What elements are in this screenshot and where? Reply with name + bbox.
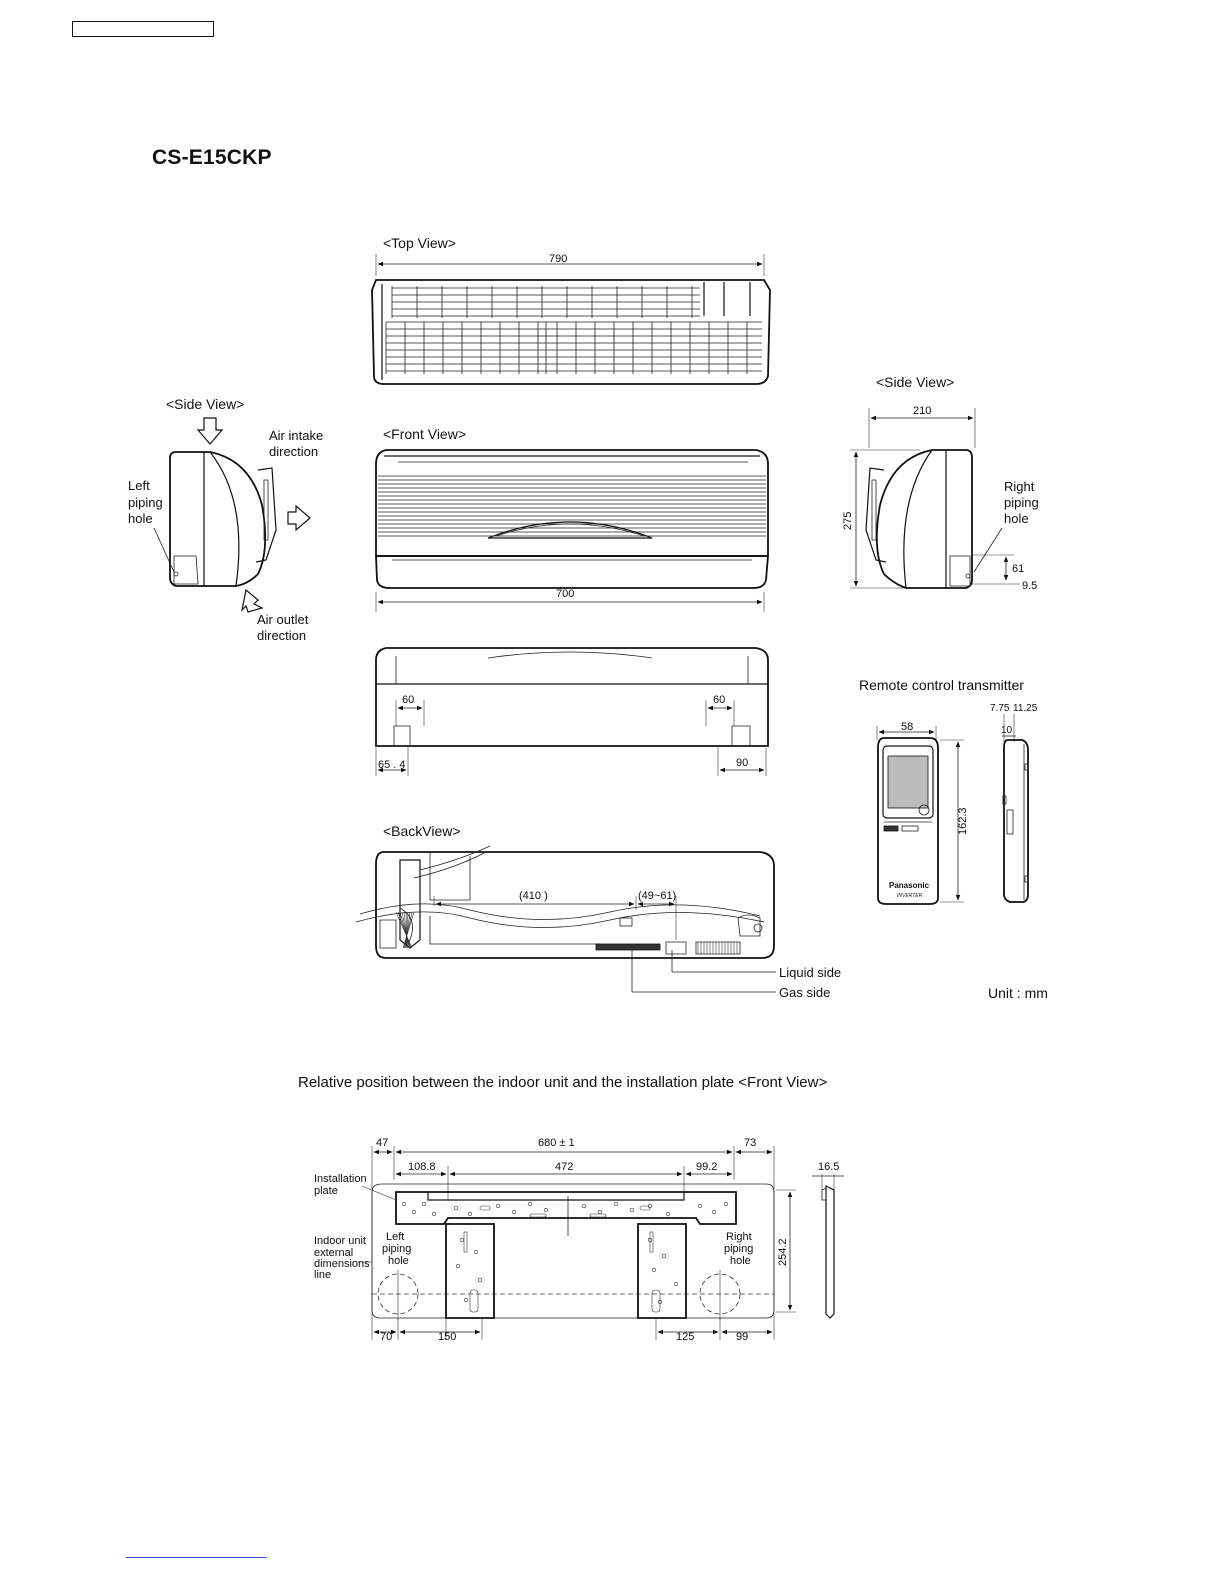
left-side-view-label: <Side View> (166, 396, 244, 412)
right-piping-1: Right (1004, 479, 1035, 494)
air-outlet-arrow (241, 588, 264, 613)
plate-left-2: piping (382, 1243, 411, 1255)
plate-dim-99-2: 99.2 (696, 1161, 717, 1173)
indoor-label-4: line (314, 1269, 331, 1281)
remote-brand: Panasonic (889, 881, 930, 890)
dim-410: (410 ) (519, 890, 548, 902)
left-piping-2: piping (128, 495, 163, 510)
top-view: <Top View> 790 (371, 235, 771, 385)
plate-dim-150: 150 (438, 1331, 456, 1343)
dim-90: 90 (736, 757, 748, 769)
right-side-view-label: <Side View> (876, 374, 954, 390)
dim-60-left: 60 (402, 694, 414, 706)
back-view-label: <BackView> (383, 823, 461, 839)
dim-49-61: (49~61) (638, 890, 676, 902)
dim-9-5: 9.5 (1022, 580, 1037, 592)
air-intake-label-1: Air intake (269, 428, 323, 443)
plate-dim-108-8: 108.8 (408, 1161, 436, 1173)
plate-dim-73: 73 (744, 1137, 756, 1149)
air-outlet-label-2: direction (257, 628, 306, 643)
indoor-unit-outline (371, 1183, 775, 1319)
air-intake-arrow-down (196, 417, 224, 445)
plate-dim-16-5: 16.5 (818, 1161, 839, 1173)
plate-dim-99: 99 (736, 1331, 748, 1343)
plate-left-3: hole (388, 1255, 409, 1267)
plate-dim-254-2: 254.2 (777, 1238, 789, 1266)
front-view: <Front View> 700 (375, 426, 769, 612)
plate-dim-70: 70 (380, 1331, 392, 1343)
plate-title: Relative position between the indoor uni… (298, 1074, 827, 1091)
right-piping-3: hole (1004, 511, 1029, 526)
plate-right-2: piping (724, 1243, 753, 1255)
front-view-label: <Front View> (383, 426, 466, 442)
page-number-box (72, 21, 214, 37)
indoor-label-3: dimensions (314, 1258, 370, 1270)
left-side-view: <Side View> Air intake direction Left pi… (128, 396, 323, 643)
installation-label-1: Installation (314, 1173, 367, 1185)
air-outlet-label-1: Air outlet (257, 612, 309, 627)
indoor-label-2: external (314, 1247, 353, 1259)
left-piping-1: Left (128, 478, 150, 493)
left-piping-3: hole (128, 511, 153, 526)
dim-58: 58 (901, 721, 913, 733)
bottom-view: 60 60 65 . 4 90 (375, 647, 769, 776)
dim-275: 275 (842, 512, 854, 530)
dim-210: 210 (913, 405, 931, 417)
plate-dim-125: 125 (676, 1331, 694, 1343)
indoor-label-1: Indoor unit (314, 1235, 366, 1247)
plate-dim-680: 680 ± 1 (538, 1137, 575, 1149)
plate-right-1: Right (726, 1231, 752, 1243)
installation-plate-section: Relative position between the indoor uni… (298, 1074, 844, 1343)
plate-left-1: Left (386, 1231, 404, 1243)
dim-60-right: 60 (713, 694, 725, 706)
plate-right-3: hole (730, 1255, 751, 1267)
footer-rule (126, 1557, 267, 1558)
dim-7-75: 7.75 (990, 703, 1010, 714)
back-view: <BackView> (410 ) (49~61) Liquid side Ga… (355, 823, 841, 1000)
unit-label: Unit : mm (988, 985, 1048, 1001)
dim-61: 61 (1012, 563, 1024, 575)
dim-11-25: 11.25 (1013, 703, 1038, 714)
dim-790: 790 (549, 253, 567, 265)
top-view-label: <Top View> (383, 235, 456, 251)
dim-700: 700 (556, 588, 574, 600)
right-piping-2: piping (1004, 495, 1039, 510)
air-intake-arrow-side (287, 504, 311, 532)
remote-title: Remote control transmitter (859, 677, 1024, 693)
liquid-side-label: Liquid side (779, 965, 841, 980)
remote-control: Remote control transmitter 58 Panasonic … (859, 677, 1038, 905)
installation-label-2: plate (314, 1185, 338, 1197)
right-side-view: <Side View> 210 275 Right piping hole 61… (842, 374, 1039, 592)
air-intake-label-2: direction (269, 444, 318, 459)
remote-sub: INVERTER (897, 893, 923, 899)
dim-10: 10 (1001, 725, 1013, 736)
plate-dim-472: 472 (555, 1161, 573, 1173)
dim-162-3: 162.3 (957, 807, 969, 835)
gas-side-label: Gas side (779, 985, 830, 1000)
plate-dim-47: 47 (376, 1137, 388, 1149)
dim-65-4: 65 . 4 (378, 759, 406, 771)
model-title: CS-E15CKP (152, 146, 272, 169)
